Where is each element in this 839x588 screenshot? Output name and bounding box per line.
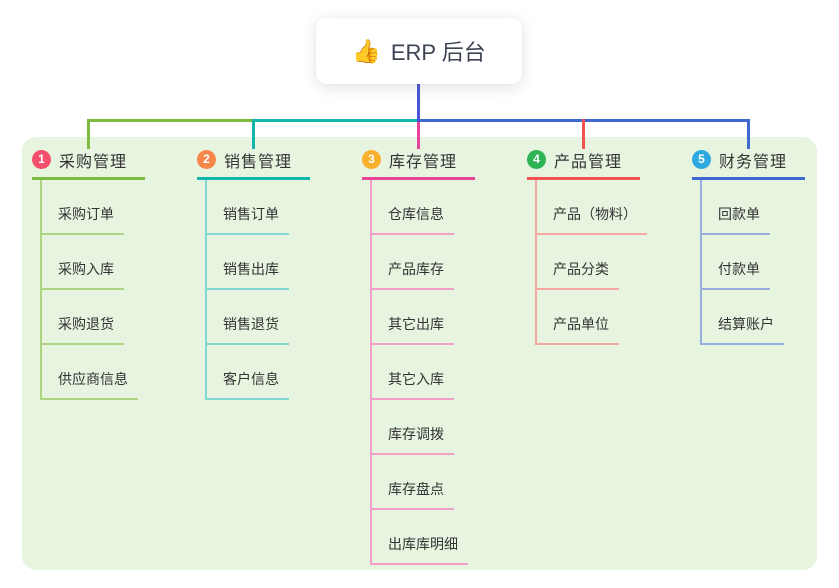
connector-line	[87, 119, 90, 149]
child-node-row: 采购退货	[42, 290, 145, 345]
branch-1: 1 采购管理采购订单采购入库采购退货供应商信息	[32, 148, 145, 400]
child-node[interactable]: 供应商信息	[42, 369, 138, 400]
child-node[interactable]: 库存调拨	[372, 424, 454, 455]
branch-title: 销售管理	[224, 153, 293, 171]
branch-children: 销售订单销售出库销售退货客户信息	[205, 180, 310, 400]
branch-node[interactable]: 2 销售管理	[197, 148, 310, 180]
branch-children: 采购订单采购入库采购退货供应商信息	[40, 180, 145, 400]
child-node[interactable]: 采购入库	[42, 259, 124, 290]
branch-4: 4 产品管理产品（物料） 产品分类产品单位	[527, 148, 647, 345]
branch-number-badge: 3	[362, 150, 381, 169]
child-node-row: 销售出库	[207, 235, 310, 290]
child-node[interactable]: 销售退货	[207, 314, 289, 345]
branch-node[interactable]: 3 库存管理	[362, 148, 475, 180]
child-node[interactable]: 付款单	[702, 259, 770, 290]
child-node[interactable]: 客户信息	[207, 369, 289, 400]
branch-number-badge: 5	[692, 150, 711, 169]
branch-node[interactable]: 1 采购管理	[32, 148, 145, 180]
connector-line	[582, 119, 585, 149]
connector-line	[252, 119, 420, 122]
connector-line	[417, 84, 420, 122]
connector-line	[87, 119, 255, 122]
child-node-row: 销售退货	[207, 290, 310, 345]
child-node-row: 产品（物料）	[537, 180, 647, 235]
child-node-row: 客户信息	[207, 345, 310, 400]
thumbs-up-icon: 👍	[352, 37, 381, 64]
branch-children: 仓库信息产品库存其它出库其它入库库存调拨库存盘点出库库明细	[370, 180, 475, 565]
child-node-row: 其它出库	[372, 290, 475, 345]
branch-title: 采购管理	[59, 153, 128, 171]
child-node-row: 销售订单	[207, 180, 310, 235]
child-node[interactable]: 回款单	[702, 204, 770, 235]
connector-line	[747, 119, 750, 149]
child-node-row: 采购入库	[42, 235, 145, 290]
branch-number-badge: 1	[32, 150, 51, 169]
child-node[interactable]: 销售订单	[207, 204, 289, 235]
branch-node[interactable]: 5 财务管理	[692, 148, 805, 180]
child-node[interactable]: 产品（物料）	[537, 204, 647, 235]
connector-line	[252, 119, 255, 149]
branch-3: 3 库存管理仓库信息产品库存其它出库其它入库库存调拨库存盘点出库库明细	[362, 148, 475, 565]
child-node-row: 库存调拨	[372, 400, 475, 455]
branch-number-badge: 2	[197, 150, 216, 169]
branch-5: 5 财务管理回款单付款单结算账户	[692, 148, 805, 345]
root-node[interactable]: 👍 ERP 后台	[316, 18, 522, 84]
child-node[interactable]: 采购退货	[42, 314, 124, 345]
child-node[interactable]: 销售出库	[207, 259, 289, 290]
child-node-row: 采购订单	[42, 180, 145, 235]
root-node-label: ERP 后台	[390, 40, 486, 65]
child-node-row: 供应商信息	[42, 345, 145, 400]
child-node[interactable]: 仓库信息	[372, 204, 454, 235]
child-node-row: 库存盘点	[372, 455, 475, 510]
child-node-row: 仓库信息	[372, 180, 475, 235]
branch-title: 产品管理	[554, 153, 623, 171]
branch-number-badge: 4	[527, 150, 546, 169]
branches-background-panel	[22, 137, 817, 570]
branch-title: 财务管理	[719, 153, 788, 171]
child-node-row: 结算账户	[702, 290, 805, 345]
branch-title: 库存管理	[389, 153, 458, 171]
child-node-row: 付款单	[702, 235, 805, 290]
child-node[interactable]: 库存盘点	[372, 479, 454, 510]
child-node[interactable]: 其它入库	[372, 369, 454, 400]
child-node-row: 产品分类	[537, 235, 647, 290]
connector-line	[417, 122, 420, 149]
child-node-row: 其它入库	[372, 345, 475, 400]
child-node-row: 产品单位	[537, 290, 647, 345]
child-node-row: 出库库明细	[372, 510, 475, 565]
child-node[interactable]: 产品分类	[537, 259, 619, 290]
branch-children: 回款单付款单结算账户	[700, 180, 805, 345]
child-node[interactable]: 结算账户	[702, 314, 784, 345]
child-node[interactable]: 产品库存	[372, 259, 454, 290]
branch-2: 2 销售管理销售订单销售出库销售退货客户信息	[197, 148, 310, 400]
child-node[interactable]: 采购订单	[42, 204, 124, 235]
branch-children: 产品（物料） 产品分类产品单位	[535, 180, 647, 345]
child-node[interactable]: 出库库明细	[372, 534, 468, 565]
branch-node[interactable]: 4 产品管理	[527, 148, 640, 180]
child-node[interactable]: 产品单位	[537, 314, 619, 345]
child-node-row: 回款单	[702, 180, 805, 235]
child-node-row: 产品库存	[372, 235, 475, 290]
child-node[interactable]: 其它出库	[372, 314, 454, 345]
